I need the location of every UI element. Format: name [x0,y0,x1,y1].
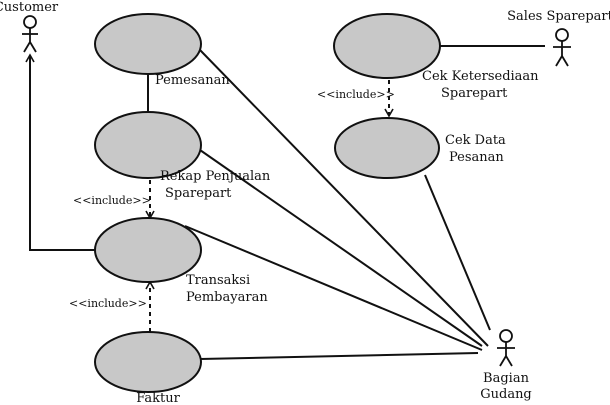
cek-data-label-line1: Cek Data [445,133,506,148]
gudang-faktur-association [199,352,479,360]
gudang-head-icon [499,329,513,343]
include-relations [145,80,394,332]
actor-customer[interactable] [22,15,38,53]
gudang-label-line1: Bagian [483,371,530,386]
faktur-label: Faktur [136,391,180,405]
include-label-ketersediaan-data: <<include>> [317,88,395,101]
actor-bagian-gudang[interactable] [497,329,515,367]
usecase-pemesanan[interactable] [94,13,202,75]
gudang-rekap-association [199,149,483,347]
customer-head-icon [23,15,37,29]
rekap-label-line2: Sparepart [165,186,232,201]
association-lines [25,45,545,360]
gudang-cek-data-association [424,174,491,331]
sales-sparepart-label: Sales Sparepart [507,9,610,24]
actor-sales-sparepart[interactable] [553,28,571,67]
include-label-rekap-transaksi: <<include>> [73,194,151,207]
pemesanan-label: Pemesanan [155,73,230,88]
gudang-transaksi-association [184,225,483,351]
sales-head-icon [555,28,569,42]
cek-ketersediaan-label-line2: Sparepart [441,86,508,101]
usecases [94,13,441,393]
cek-data-label-line2: Pesanan [449,150,504,165]
transaksi-label-line1: Transaksi [186,273,250,288]
usecase-transaksi-pembayaran[interactable] [94,217,202,283]
cek-ketersediaan-label-line1: Cek Ketersediaan [422,69,539,84]
include-label-faktur-transaksi: <<include>> [69,297,147,310]
usecase-cek-data-pesanan[interactable] [334,117,440,179]
customer-label: Customer [0,0,59,15]
rekap-label-line1: Rekap Penjualan [160,169,271,184]
usecase-cek-ketersediaan[interactable] [333,13,441,79]
usecase-rekap-penjualan[interactable] [94,111,202,179]
gudang-pemesanan-association [199,49,489,347]
gudang-label-line2: Gudang [480,387,532,402]
customer-transaksi-association [25,53,95,251]
transaksi-label-line2: Pembayaran [186,290,268,305]
usecase-faktur[interactable] [94,331,202,393]
